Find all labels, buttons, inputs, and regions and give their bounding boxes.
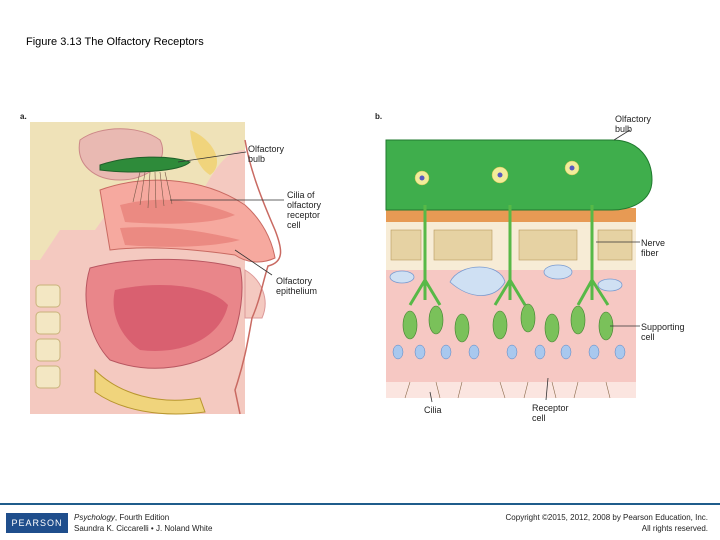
label-olfactory-bulb-a: Olfactory bulb (248, 144, 285, 164)
panel-b-letter: b. (375, 112, 383, 121)
copyright-line-2: All rights reserved. (641, 524, 708, 533)
book-citation: Psychology, Fourth Edition Saundra K. Ci… (74, 512, 212, 534)
panel-a-letter: a. (20, 112, 27, 121)
label-cilia: Cilia (424, 405, 442, 415)
figure-title: Figure 3.13 The Olfactory Receptors (26, 36, 204, 48)
book-title: Psychology (74, 513, 115, 522)
label-cilia-of-receptor: Cilia of olfactory receptor cell (287, 190, 322, 230)
book-authors: Saundra K. Ciccarelli • J. Noland White (74, 524, 213, 533)
copyright-line-1: Copyright ©2015, 2012, 2008 by Pearson E… (505, 513, 708, 522)
book-edition: , Fourth Edition (114, 513, 170, 522)
label-olfactory-bulb-b: Olfactory bulb (615, 114, 652, 134)
label-supporting-cell: Supporting cell (641, 322, 685, 342)
book-title-line: Psychology, Fourth Edition (74, 513, 169, 522)
label-nerve-fiber: Nerve fiber (641, 238, 666, 258)
footer-rule (0, 503, 720, 505)
label-olfactory-epithelium: Olfactory epithelium (276, 276, 318, 296)
pearson-logo: PEARSON (6, 513, 68, 533)
copyright: Copyright ©2015, 2012, 2008 by Pearson E… (506, 512, 708, 534)
label-receptor-cell: Receptor cell (532, 403, 569, 423)
